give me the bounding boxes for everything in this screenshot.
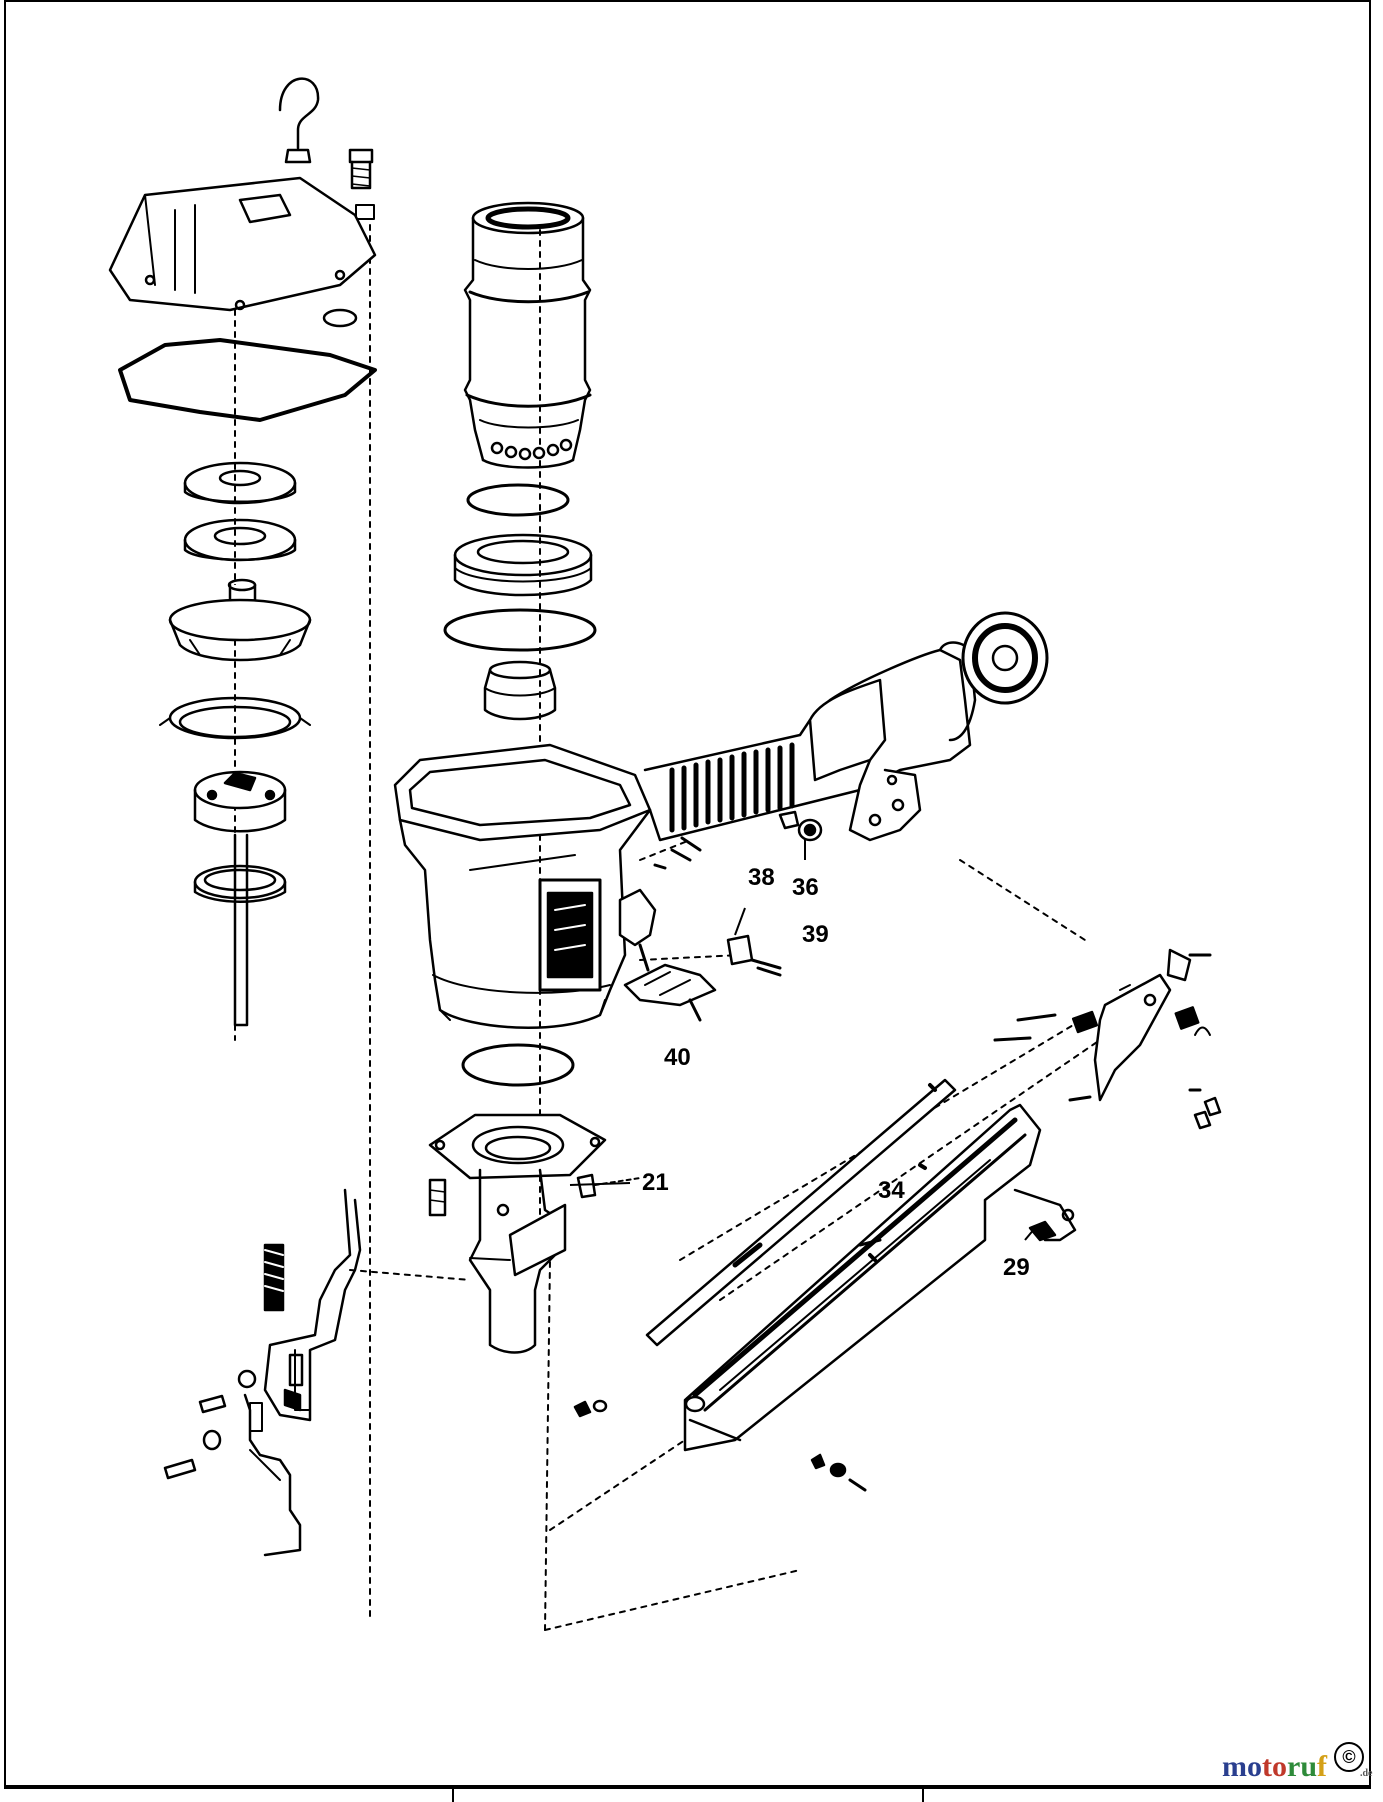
callout-leaders xyxy=(569,838,1036,1241)
top-cap xyxy=(108,176,377,312)
valve-washer-2 xyxy=(183,518,297,562)
callout-labels: 36 38 39 40 21 34 29 xyxy=(642,864,1030,1281)
contact-arm xyxy=(263,1188,362,1422)
cylinder-o-ring xyxy=(466,483,570,517)
bumper xyxy=(483,660,557,721)
callout-40: 40 xyxy=(664,1044,691,1071)
large-o-ring xyxy=(443,608,597,652)
part-21-fitting xyxy=(576,1173,641,1199)
part-38-clip xyxy=(726,934,754,966)
o-ring-small xyxy=(322,308,358,328)
nose-o-ring xyxy=(461,1043,575,1087)
callout-39: 39 xyxy=(802,921,829,948)
cylinder-seal xyxy=(453,533,593,597)
screws-mid xyxy=(653,836,702,870)
contact-spring xyxy=(263,1243,285,1312)
title-block-row xyxy=(4,1787,1371,1802)
title-block-divider-1 xyxy=(452,1789,454,1802)
nose-plate xyxy=(428,1113,607,1180)
trigger-screw-1 xyxy=(198,1369,257,1414)
callout-36: 36 xyxy=(792,874,819,901)
callout-34: 34 xyxy=(878,1177,905,1204)
cap-gasket xyxy=(118,338,377,422)
feeder-screws xyxy=(993,1013,1222,1130)
drive-guide xyxy=(468,1168,567,1354)
title-block-divider-2 xyxy=(922,1789,924,1802)
callout-21: 21 xyxy=(642,1169,669,1196)
head-valve xyxy=(193,770,287,833)
magazine-rail xyxy=(645,1078,957,1347)
trigger-lower xyxy=(243,1393,302,1557)
part-39-pin xyxy=(750,958,782,977)
part-40-latch xyxy=(623,963,717,1022)
driver-blade-assembly xyxy=(193,833,287,1027)
magazine-bolts xyxy=(573,1083,937,1492)
page-frame xyxy=(4,0,1371,1787)
tool-body xyxy=(393,611,1049,1029)
callout-38: 38 xyxy=(748,864,775,891)
cap-bolt xyxy=(348,148,375,220)
callout-29: 29 xyxy=(1003,1254,1030,1281)
magazine xyxy=(683,1103,1042,1452)
copyright-icon: © xyxy=(1334,1742,1364,1772)
retaining-ring xyxy=(159,696,311,740)
guide-lines xyxy=(234,224,1101,1631)
magazine-latch-29 xyxy=(1013,1188,1077,1242)
valve-piston xyxy=(168,578,312,662)
motoruf-watermark-logo: motoruf © .de xyxy=(1222,1742,1373,1784)
cylinder xyxy=(463,201,592,469)
valve-washer-1 xyxy=(183,461,297,505)
trigger-screw-2 xyxy=(163,1429,222,1480)
feeder-bracket xyxy=(1071,948,1212,1102)
nose-bolt xyxy=(428,1178,447,1217)
hanger-hook xyxy=(278,77,320,164)
part-36-washer xyxy=(778,810,823,842)
